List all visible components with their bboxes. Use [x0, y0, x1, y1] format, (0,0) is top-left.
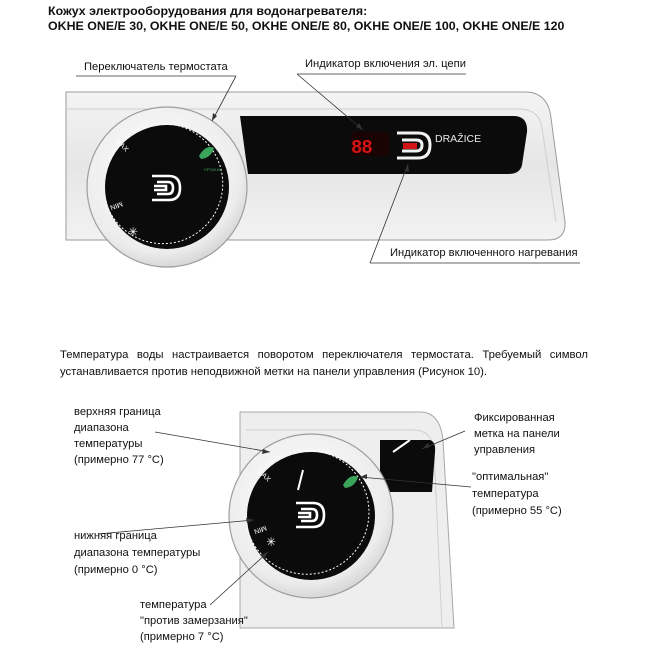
callout-upper-limit: верхняя граница диапазона температуры (п… [74, 404, 164, 468]
optimal-line-1: "оптимальная" [472, 471, 549, 483]
antifreeze-line-2: "против замерзания" [140, 615, 248, 627]
lower-limit-line-2: диапазона температуры [74, 547, 201, 559]
dial-scale-arc [104, 123, 224, 245]
callout-arrow-lower [97, 519, 255, 535]
callout-arrow-heating [369, 163, 409, 264]
fixed-mark-line-3: управления [474, 444, 536, 456]
paragraph-line-2: устанавливается против неподвижной метки… [60, 366, 488, 378]
eco-leaf-icon [199, 147, 214, 159]
callout-lower-limit: нижняя граница диапазона температуры (пр… [74, 528, 200, 579]
paragraph-line-1: Температура воды настраивается поворотом… [60, 349, 588, 361]
panel-logo-icon [397, 131, 432, 160]
dial-snowflake-icon-2: ✳ [266, 535, 276, 549]
housing-band [66, 108, 557, 223]
fixed-mark-line-2: метка на панели [474, 428, 560, 440]
antifreeze-line-1: температура [140, 599, 207, 611]
callout-arrow-circuit [296, 73, 364, 131]
eco-leaf-icon-2 [343, 476, 358, 488]
dial-logo-icon [152, 174, 182, 202]
document-title: Кожух электрооборудования для водонагрев… [48, 4, 564, 34]
title-line-1: Кожух электрооборудования для водонагрев… [48, 4, 368, 18]
optimal-line-2: температура [472, 488, 539, 500]
callout-arrow-thermostat [211, 75, 237, 122]
dial-logo-icon-2 [296, 501, 326, 529]
fixed-mark [392, 439, 411, 453]
lower-limit-line-1: нижняя граница [74, 530, 157, 542]
antifreeze-line-3: (примерно 7 °C) [140, 631, 224, 643]
upper-limit-line-4: (примерно 77 °C) [74, 454, 164, 466]
optimal-line-3: (примерно 55 °C) [472, 505, 562, 517]
callout-arrow-upper [154, 431, 271, 453]
heating-indicator-light [403, 143, 417, 149]
title-line-2: OKHE ONE/E 30, OKHE ONE/E 50, OKHE ONE/E… [48, 19, 565, 33]
fixed-mark-line-1: Фиксированная [474, 412, 555, 424]
callout-fixed-mark: Фиксированная метка на панели управления [474, 410, 560, 458]
control-panel-2 [380, 440, 436, 492]
upper-limit-line-3: температуры [74, 438, 143, 450]
callout-thermostat-switch: Переключатель термостата [84, 61, 228, 73]
instruction-paragraph: Температура воды настраивается поворотом… [60, 347, 588, 381]
callout-arrow-antifreeze [209, 551, 269, 606]
dial-pointer-2 [297, 469, 304, 491]
digit-display-frame [351, 132, 389, 156]
callout-circuit-indicator: Индикатор включения эл. цепи [305, 58, 466, 70]
dial-min-label: MIN [109, 200, 123, 211]
dial-optimal-label: OPTIMUM [204, 168, 221, 172]
dial-snowflake-icon: ✳ [128, 225, 138, 239]
callout-antifreeze: температура "против замерзания" (примерн… [140, 597, 248, 645]
dial-min-label-2: MIN [253, 524, 267, 535]
upper-limit-line-1: верхняя граница [74, 406, 161, 418]
callout-arrow-optimal [359, 476, 472, 488]
upper-limit-line-2: диапазона [74, 422, 129, 434]
brand-text: DRAŽICE [435, 132, 481, 145]
callout-heating-indicator: Индикатор включенного нагревания [390, 247, 578, 259]
callout-optimal: "оптимальная" температура (примерно 55 °… [472, 469, 562, 520]
dial-scale-arc-2 [246, 449, 370, 575]
digit-display-text: 88 [351, 137, 372, 159]
lower-limit-line-3: (примерно 0 °C) [74, 564, 158, 576]
